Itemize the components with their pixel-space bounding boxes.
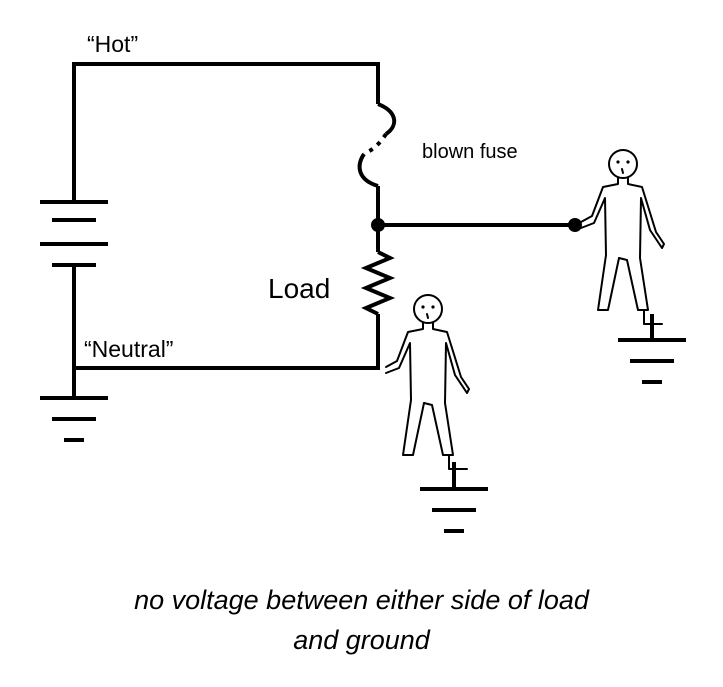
person-right	[580, 149, 665, 325]
blown-fuse-label: blown fuse	[422, 141, 518, 163]
middle-ground-symbol	[420, 487, 488, 533]
neutral-label: “Neutral”	[84, 336, 173, 362]
source-ground-symbol	[40, 396, 108, 442]
person-middle	[385, 294, 470, 470]
load-label: Load	[268, 273, 330, 304]
blown-fuse-symbol	[357, 102, 397, 225]
caption: no voltage between either side of load a…	[0, 580, 723, 660]
caption-line-1: no voltage between either side of load	[134, 585, 589, 615]
battery-symbol	[40, 188, 108, 398]
load-resistor	[360, 225, 396, 370]
right-ground-symbol	[618, 338, 686, 384]
hot-label: “Hot”	[87, 31, 138, 57]
caption-line-2: and ground	[293, 625, 430, 655]
junction-wire	[371, 218, 582, 232]
hot-wire	[72, 62, 380, 188]
